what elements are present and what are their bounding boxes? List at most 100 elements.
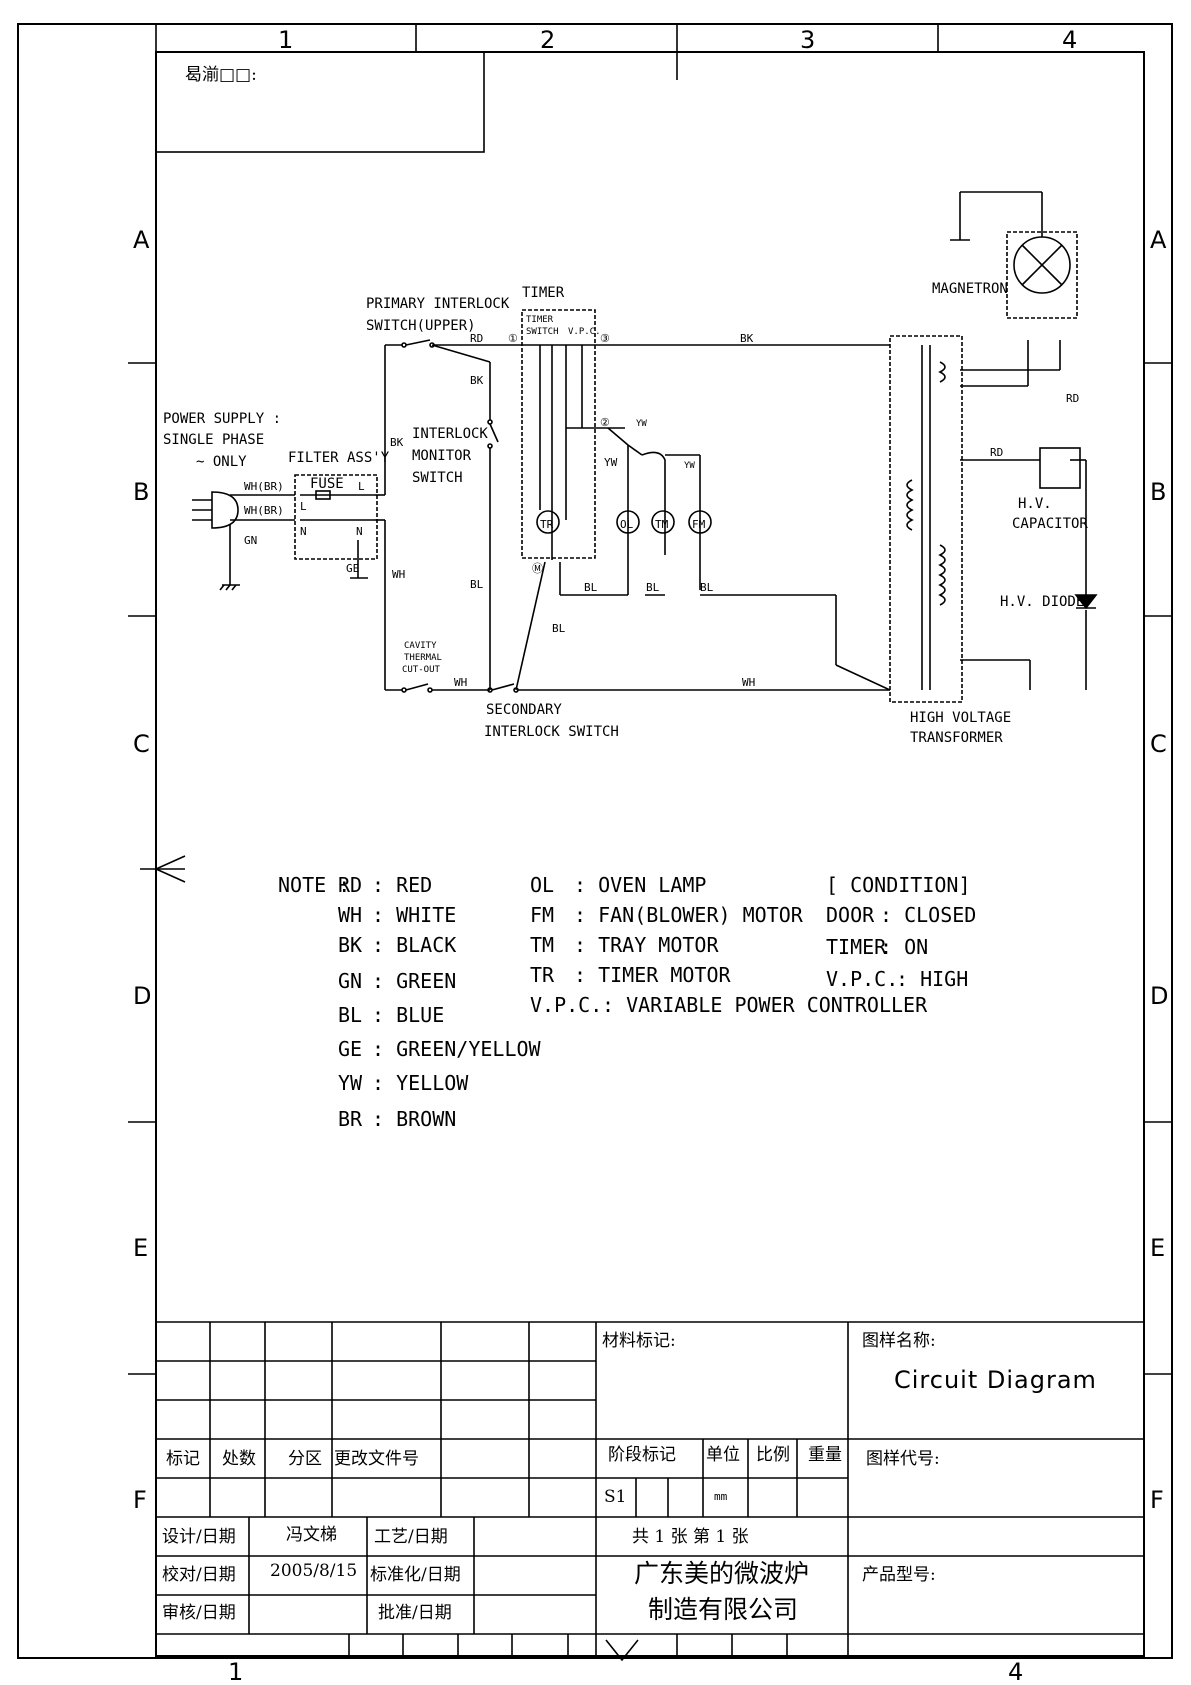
wire-gn: GN (244, 534, 257, 547)
rev-header-zone: 分区 (288, 1449, 322, 1469)
note-color-code-2: BK (338, 933, 362, 957)
sheet-count: 共 1 张 第 1 张 (632, 1527, 749, 1547)
rev-header-mark: 标记 (166, 1449, 200, 1469)
primary-interlock-label-2: SWITCH(UPPER) (366, 318, 476, 334)
grid-col-3: 3 (800, 26, 815, 54)
note-part-name-2: : TRAY MOTOR (574, 933, 719, 957)
grid-row-a: A (133, 226, 150, 254)
note-part-code-0: OL (530, 873, 554, 897)
note-color-name-2: : BLACK (372, 933, 456, 957)
cavity-label-1: CAVITY (404, 641, 437, 651)
condition-heading: [ CONDITION] (826, 873, 971, 897)
magnetron-label: MAGNETRON (932, 281, 1008, 297)
terminal-l-out: L (358, 480, 365, 493)
grid-col-2: 2 (540, 26, 555, 54)
filter-box (294, 474, 378, 560)
wire-yw-2: YW (684, 461, 695, 471)
monitor-label-3: SWITCH (412, 470, 463, 486)
note-color-code-5: GE (338, 1037, 362, 1061)
wire-bk-left: BK (390, 436, 404, 449)
wire-ge: GE (346, 562, 359, 575)
stage-header-unit: 单位 (706, 1445, 740, 1465)
condition-value-0: : CLOSED (880, 903, 976, 927)
fuse-label: FUSE (310, 476, 344, 492)
note-part-code-4: V.P.C. (530, 993, 602, 1017)
grid-row-f-right: F (1150, 1486, 1164, 1514)
terminal-n-in: N (300, 525, 307, 538)
wire-bk-top: BK (740, 332, 754, 345)
terminal-n-out: N (356, 525, 363, 538)
filter-label: FILTER ASS'Y (288, 450, 390, 466)
condition-key-1: TIMER (826, 935, 887, 959)
wire-rd-magnetron: RD (1066, 392, 1079, 405)
check-date: 2005/8/15 (270, 1561, 357, 1581)
monitor-label-2: MONITOR (412, 448, 472, 464)
diode-label: H.V. DIODE (1000, 594, 1084, 610)
note-color-name-3: : GREEN (372, 969, 456, 993)
monitor-label-1: INTERLOCK (412, 426, 488, 442)
wire-rd-primary: RD (470, 332, 483, 345)
company-line-2: 制造有限公司 (648, 1595, 798, 1624)
note-color-code-1: WH (338, 903, 362, 927)
grid-row-a-right: A (1150, 226, 1167, 254)
note-color-code-3: GN (338, 969, 362, 993)
stage-header-scale: 比例 (756, 1445, 790, 1465)
condition-value-2: : HIGH (896, 967, 968, 991)
drawing-name-label: 图样名称: (862, 1331, 936, 1351)
note-color-code-6: YW (338, 1071, 363, 1095)
wire-bl-4: BL (552, 622, 566, 635)
wire-bl-3: BL (700, 581, 714, 594)
timer-switch-label-1: TIMER (526, 315, 554, 325)
grid-row-e-right: E (1150, 1234, 1165, 1262)
transformer-box (889, 335, 963, 703)
note-heading: NOTE : (278, 873, 350, 897)
motor-fm: FM (692, 518, 706, 531)
terminal-1: ① (508, 332, 518, 345)
drawing-name: Circuit Diagram (894, 1366, 1097, 1394)
terminal-m: Ⓜ (532, 562, 543, 575)
stage-header-mark: 阶段标记 (608, 1445, 676, 1465)
company-line-1: 广东美的微波炉 (634, 1559, 809, 1588)
cavity-label-3: CUT-OUT (402, 665, 441, 675)
primary-interlock-label-1: PRIMARY INTERLOCK (366, 296, 510, 312)
circuit-wiring (192, 191, 1098, 703)
power-supply-label-1: POWER SUPPLY : (163, 411, 281, 427)
grid-row-c: C (133, 730, 150, 758)
note-color-code-0: RD (338, 873, 362, 897)
note-part-name-1: : FAN(BLOWER) MOTOR (574, 903, 804, 927)
hv-diode (1074, 594, 1098, 610)
grid-row-e: E (133, 1234, 148, 1262)
note-color-name-4: : BLUE (372, 1003, 444, 1027)
timer-switch-label-2: SWITCH (526, 327, 559, 337)
note-color-name-1: : WHITE (372, 903, 456, 927)
magnetron-box (1006, 231, 1078, 319)
grid-row-f: F (133, 1486, 147, 1514)
note-color-name-7: : BROWN (372, 1107, 456, 1131)
unit-value: mm (714, 1490, 728, 1503)
note-color-name-6: : YELLOW (372, 1071, 469, 1095)
grid-row-d-right: D (1150, 982, 1168, 1010)
power-supply-label-2: SINGLE PHASE (163, 432, 264, 448)
stage-value: S1 (604, 1487, 626, 1507)
power-supply-label-3: ~ ONLY (196, 454, 247, 470)
capacitor-label-1: H.V. (1018, 496, 1052, 512)
design-label: 设计/日期 (162, 1527, 236, 1547)
motor-tm: TM (655, 518, 669, 531)
motor-tr: TR (540, 518, 554, 531)
grid-col-1: 1 (278, 26, 293, 54)
wire-wh-left: WH (392, 568, 405, 581)
terminal-3: ③ (600, 332, 610, 345)
note-part-name-4: : VARIABLE POWER CONTROLLER (602, 993, 928, 1017)
wire-rd-capacitor: RD (990, 446, 1003, 459)
grid-col-4-bottom: 4 (1008, 1658, 1023, 1685)
note-color-name-0: : RED (372, 873, 432, 897)
wire-bl-1: BL (584, 581, 598, 594)
wire-bl-2: BL (646, 581, 660, 594)
condition-value-1: : ON (880, 935, 928, 959)
inner-border (155, 51, 1145, 1657)
terminal-l-in: L (300, 500, 307, 513)
component-labels: POWER SUPPLY : SINGLE PHASE ~ ONLY FILTE… (163, 281, 1088, 746)
cavity-label-2: THERMAL (404, 653, 442, 663)
timer-label: TIMER (522, 285, 565, 301)
